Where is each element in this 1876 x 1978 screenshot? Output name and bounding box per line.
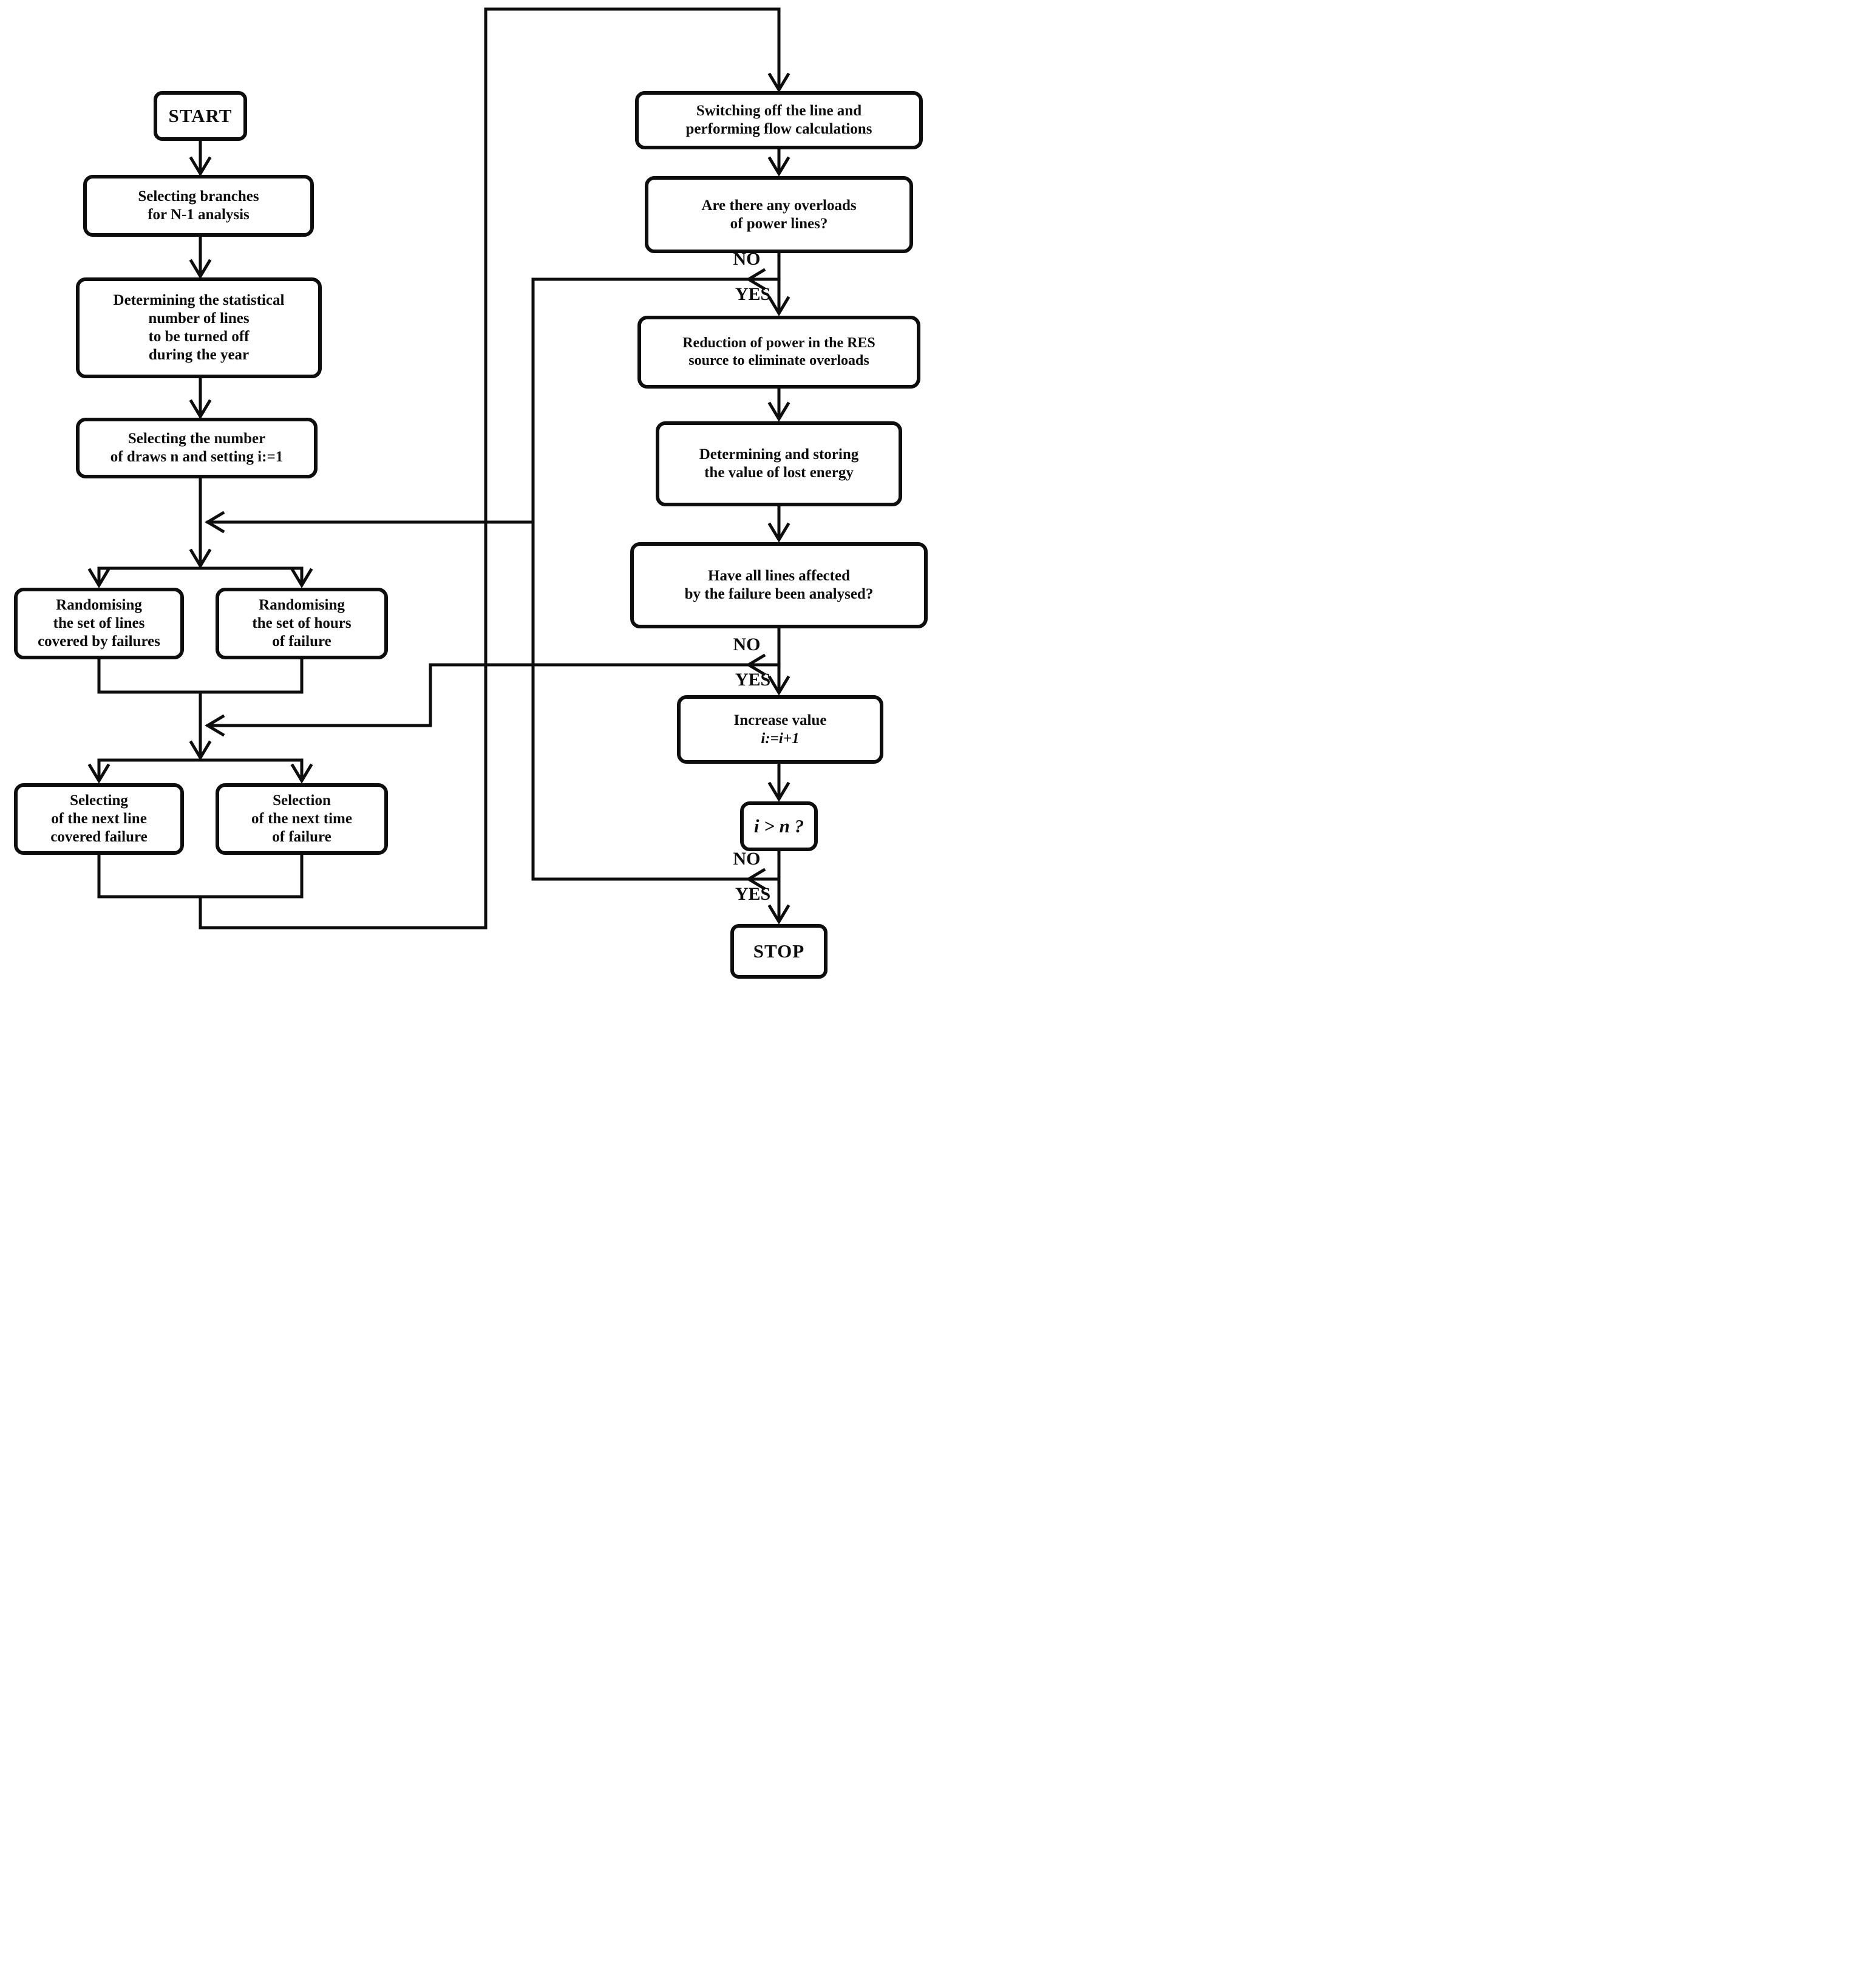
arrow-down-icon xyxy=(87,763,110,784)
arrow-down-icon xyxy=(767,675,790,696)
start-node: START xyxy=(154,91,247,141)
arrow-down-icon xyxy=(87,568,110,588)
all-analysed-decision-box: Have all lines affected by the failure b… xyxy=(630,542,928,628)
selecting-branches-box: Selecting branches for N-1 analysis xyxy=(83,175,314,237)
flowchart-canvas: START Selecting branches for N-1 analysi… xyxy=(0,0,938,989)
arrow-down-icon xyxy=(767,781,790,802)
arrow-down-icon xyxy=(767,401,790,422)
reduction-res-box: Reduction of power in the RES source to … xyxy=(637,316,920,389)
arrow-left-icon xyxy=(746,653,766,676)
overloads-yes-label: YES xyxy=(735,284,771,304)
select-next-line-box: Selecting of the next line covered failu… xyxy=(14,783,184,855)
increase-value-box: Increase value i:=i+1 xyxy=(677,695,883,764)
start-label: START xyxy=(168,105,233,127)
arrow-down-icon xyxy=(189,740,212,761)
stop-label: STOP xyxy=(753,940,805,962)
condition-no-label: NO xyxy=(733,849,761,869)
arrow-left-icon xyxy=(746,268,766,291)
select-next-time-box: Selection of the next time of failure xyxy=(216,783,388,855)
arrowheads xyxy=(87,72,790,925)
number-of-draws-box: Selecting the number of draws n and sett… xyxy=(76,418,318,478)
randomising-hours-box: Randomising the set of hours of failure xyxy=(216,588,388,659)
arrow-down-icon xyxy=(189,259,212,279)
arrow-down-icon xyxy=(767,296,790,316)
overloads-no-label: NO xyxy=(733,249,761,269)
arrow-down-icon xyxy=(767,904,790,925)
edge-no-feedback-vertical xyxy=(531,277,779,881)
arrow-down-icon xyxy=(189,548,212,569)
arrow-down-icon xyxy=(290,763,313,784)
connector-layer xyxy=(87,7,790,930)
switching-off-box: Switching off the line and performing fl… xyxy=(635,91,923,149)
stop-node: STOP xyxy=(730,924,828,979)
connector-lines xyxy=(97,7,781,930)
arrow-left-icon xyxy=(205,714,225,737)
analysed-no-label: NO xyxy=(733,634,761,654)
overloads-decision-box: Are there any overloads of power lines? xyxy=(645,176,913,253)
condition-yes-label: YES xyxy=(735,884,771,904)
edge-analysed-no-to-selectnext xyxy=(206,663,779,727)
arrow-left-icon xyxy=(205,511,225,534)
randomising-lines-box: Randomising the set of lines covered by … xyxy=(14,588,184,659)
arrow-down-icon xyxy=(767,522,790,543)
arrow-down-icon xyxy=(767,72,790,93)
split1-bar xyxy=(97,566,304,585)
statistical-number-box: Determining the statistical number of li… xyxy=(76,277,322,378)
merge1-bar xyxy=(97,659,304,694)
lost-energy-box: Determining and storing the value of los… xyxy=(656,421,902,506)
arrow-down-icon xyxy=(290,568,313,588)
arrow-down-icon xyxy=(767,156,790,177)
arrow-down-icon xyxy=(189,156,212,177)
arrow-down-icon xyxy=(189,399,212,420)
arrow-left-icon xyxy=(746,868,766,891)
analysed-yes-label: YES xyxy=(735,670,771,690)
i-greater-n-decision-box: i > n ? xyxy=(740,801,818,851)
merge2-bar xyxy=(97,855,304,899)
edge-bottom-return-to-switching xyxy=(199,7,781,930)
split2-bar xyxy=(97,758,304,781)
